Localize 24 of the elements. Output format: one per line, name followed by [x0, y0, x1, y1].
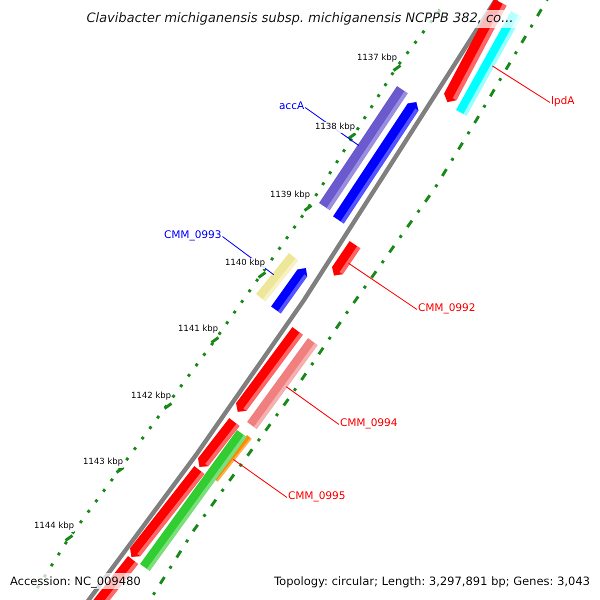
scale-label: 1138 kbp	[315, 122, 356, 133]
scale-label: 1137 kbp	[357, 53, 398, 64]
leader-line	[286, 386, 340, 425]
gene-label: CMM_0995	[288, 490, 346, 503]
scale-label: 1143 kbp	[83, 457, 124, 468]
gene-label: CMM_0994	[340, 417, 398, 430]
scale-label: 1141 kbp	[178, 324, 218, 335]
footer-text: Accession: NC_009480	[8, 573, 143, 589]
gene-label: lpdA	[551, 95, 574, 108]
leader-line	[348, 262, 418, 310]
scale-label: 1139 kbp	[270, 190, 310, 201]
scale-label: 1142 kbp	[131, 391, 172, 402]
footer-text: Topology: circular; Length: 3,297,891 bp; Genes: 3,043	[272, 573, 592, 589]
gene-label: accA	[279, 100, 304, 113]
gene-bar	[332, 241, 360, 276]
gene-label: CMM_0992	[418, 302, 476, 315]
gene-label: CMM_0993	[164, 229, 222, 242]
gene-bar	[247, 338, 318, 430]
scale-label: 1140 kbp	[225, 258, 266, 269]
scale-label: 1144 kbp	[34, 521, 74, 532]
leader-line	[492, 65, 550, 103]
leader-line	[232, 458, 288, 498]
gene-bar	[271, 268, 308, 314]
gene-bar	[130, 466, 204, 557]
